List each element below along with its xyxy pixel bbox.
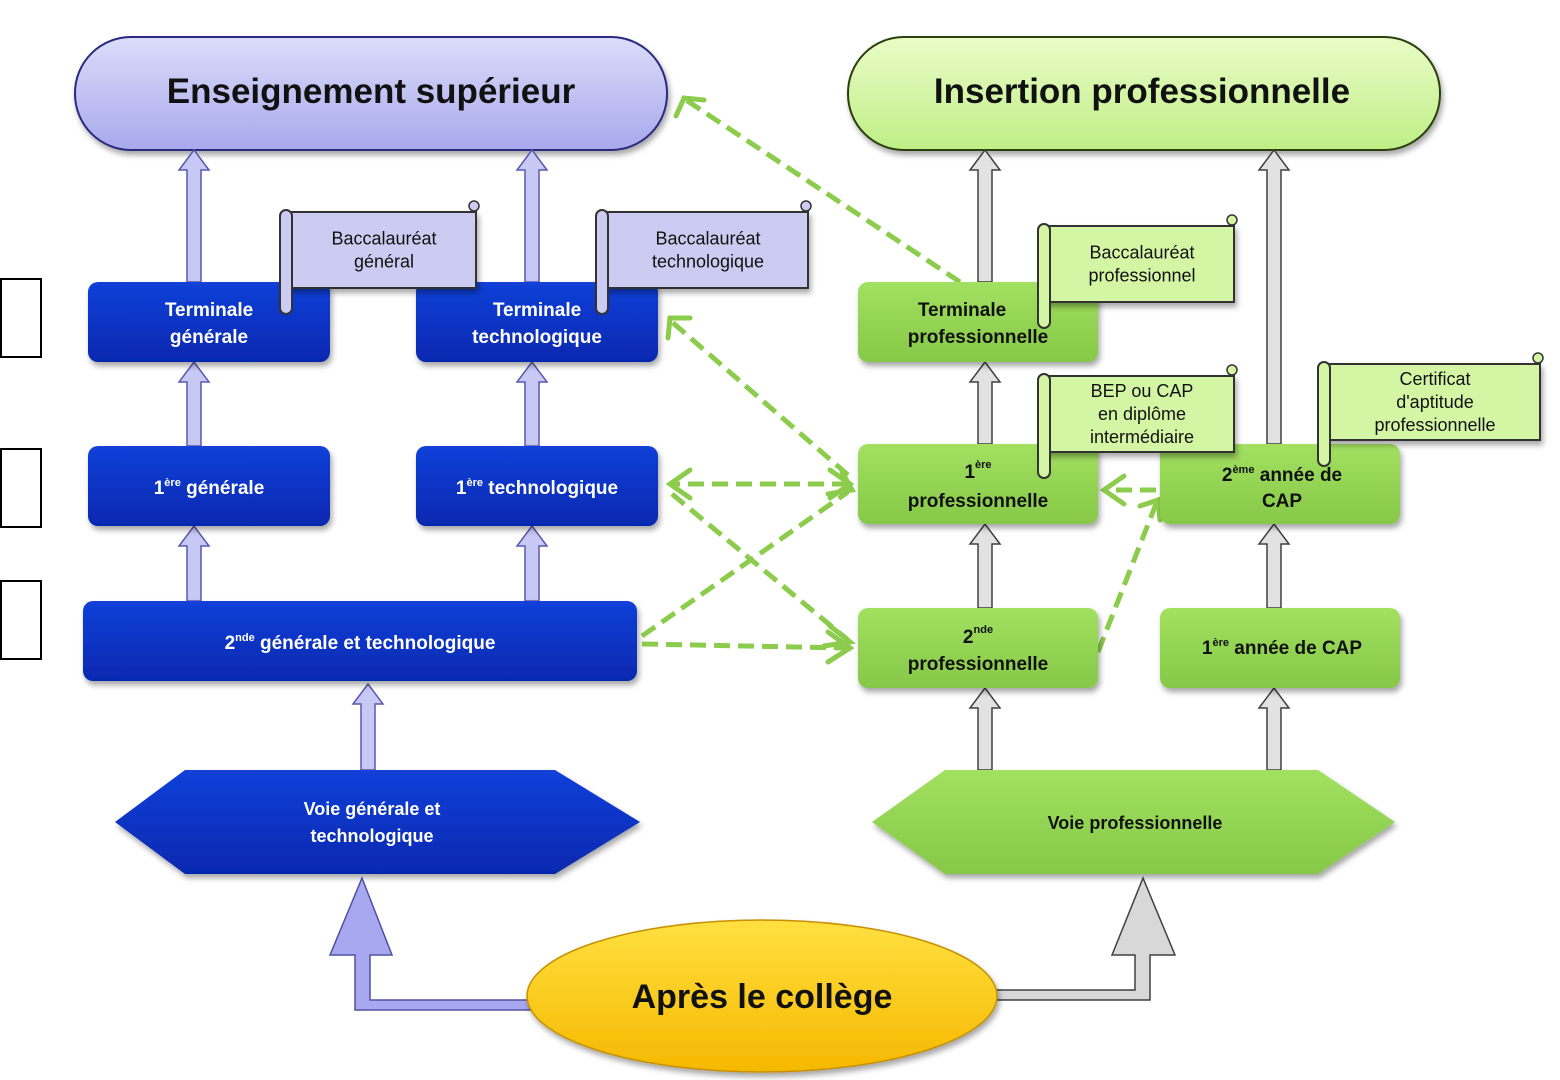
arrowhead-icon	[665, 467, 693, 501]
side-marker-premiere	[0, 448, 42, 528]
svg-text:professionnelle: professionnelle	[908, 327, 1048, 348]
diploma-scroll-bac-technologique: Baccalauréat technologique	[595, 200, 812, 315]
svg-text:professionnelle: professionnelle	[908, 491, 1048, 512]
bridge-arrow-premiere-techno-to-seconde-pro	[670, 492, 850, 642]
arrow-premiere-to-terminale-generale	[177, 360, 211, 447]
svg-text:Terminale: Terminale	[493, 300, 581, 321]
arrow-to-general-track	[328, 875, 531, 1011]
diploma-scroll-cap: Certificat d'aptitude professionnelle	[1317, 352, 1544, 467]
svg-text:d'aptitude: d'aptitude	[1396, 392, 1474, 412]
svg-text:Voie générale et: Voie générale et	[304, 799, 441, 819]
premiere-technologique-box: 1ère technologique	[416, 446, 658, 526]
svg-text:1ère année de CAP: 1ère année de CAP	[1202, 637, 1362, 659]
arrow-cap2-to-insertion	[1257, 148, 1291, 445]
svg-text:professionnel: professionnel	[1088, 266, 1195, 286]
arrowhead-icon	[1099, 473, 1127, 507]
start-label: Après le collège	[632, 978, 893, 1016]
svg-text:Terminale: Terminale	[918, 300, 1006, 321]
terminale-technologique-box: Terminale technologique	[416, 282, 658, 362]
diploma-scroll-bep-cap: BEP ou CAP en diplôme intermédiaire	[1037, 364, 1238, 479]
arrow-terminale-techno-to-higher-ed	[515, 148, 549, 283]
arrow-track-to-cap1	[1257, 686, 1291, 771]
arrowhead-icon	[673, 95, 707, 119]
bridge-arrow-premiere-pro-to-terminale-techno	[670, 320, 850, 477]
svg-text:professionnelle: professionnelle	[1374, 415, 1495, 435]
arrowhead-icon	[665, 315, 693, 341]
svg-text:Terminale: Terminale	[165, 300, 253, 321]
arrow-premiere-to-terminale-pro	[968, 360, 1002, 445]
bridge-arrow-seconde-gt-to-premiere-pro	[640, 489, 850, 639]
svg-text:Baccalauréat: Baccalauréat	[1089, 243, 1194, 263]
arrow-premiere-to-terminale-techno	[515, 360, 549, 447]
general-track-hexagon: Voie générale et technologique	[115, 770, 640, 874]
svg-text:technologique: technologique	[652, 252, 764, 272]
terminale-generale-box: Terminale générale	[88, 282, 330, 362]
svg-text:technologique: technologique	[472, 327, 602, 348]
svg-text:Baccalauréat: Baccalauréat	[331, 229, 436, 249]
premiere-professionnelle-box: 1ère professionnelle	[858, 444, 1098, 524]
arrow-seconde-to-premiere-techno	[515, 524, 549, 602]
diploma-scroll-bac-professionnel: Baccalauréat professionnel	[1037, 214, 1238, 329]
side-marker-terminale	[0, 278, 42, 358]
bridge-arrows	[640, 97, 1159, 653]
svg-text:BEP ou CAP: BEP ou CAP	[1091, 381, 1194, 401]
bridge-arrow-terminale-pro-to-higher-ed	[684, 97, 962, 285]
bridge-arrow-seconde-pro-to-cap2	[1095, 503, 1159, 653]
seconde-generale-technologique-box: 2nde générale et technologique	[83, 601, 637, 681]
svg-text:2ème année de: 2ème année de	[1222, 464, 1342, 486]
svg-text:professionnelle: professionnelle	[908, 654, 1048, 675]
svg-text:CAP: CAP	[1262, 491, 1302, 512]
svg-text:général: général	[354, 252, 414, 272]
arrow-terminale-generale-to-higher-ed	[177, 148, 211, 283]
arrow-cap1-to-cap2	[1257, 522, 1291, 609]
professional-insertion-pill: Insertion professionnelle	[847, 36, 1441, 151]
svg-text:Voie professionnelle: Voie professionnelle	[1048, 813, 1223, 833]
arrowhead-icon	[821, 623, 857, 649]
svg-text:intermédiaire: intermédiaire	[1090, 427, 1194, 447]
premiere-generale-box: 1ère générale	[88, 446, 330, 526]
arrow-track-to-seconde-gt	[351, 682, 385, 771]
arrowhead-icon	[825, 629, 855, 665]
higher-education-label: Enseignement supérieur	[167, 72, 576, 111]
arrow-to-professional-track	[994, 876, 1177, 1001]
arrowhead-icon	[1137, 496, 1163, 523]
svg-text:1ère: 1ère	[964, 459, 991, 483]
bridge-arrow-seconde-gt-to-seconde-pro	[641, 641, 849, 651]
svg-text:en diplôme: en diplôme	[1098, 404, 1186, 424]
svg-text:1ère générale: 1ère générale	[154, 477, 265, 499]
arrow-seconde-to-premiere-pro	[968, 522, 1002, 609]
arrow-track-to-seconde-pro	[968, 686, 1002, 771]
professional-track-hexagon: Voie professionnelle	[872, 770, 1395, 874]
arrow-seconde-to-premiere-generale	[177, 524, 211, 602]
after-college-ellipse: Après le collège	[526, 919, 998, 1073]
arrow-terminale-pro-to-insertion	[968, 148, 1002, 283]
progression-arrows	[177, 148, 1291, 771]
higher-education-pill: Enseignement supérieur	[74, 36, 668, 151]
professional-insertion-label: Insertion professionnelle	[934, 72, 1350, 111]
seconde-professionnelle-box: 2nde professionnelle	[858, 608, 1098, 688]
side-marker-seconde	[0, 580, 42, 660]
svg-text:technologique: technologique	[311, 826, 434, 846]
svg-text:Certificat: Certificat	[1399, 369, 1470, 389]
svg-text:2nde: 2nde	[963, 624, 993, 648]
diploma-scroll-bac-general: Baccalauréat général	[279, 200, 480, 315]
svg-text:générale: générale	[170, 327, 248, 348]
cap-premiere-annee-box: 1ère année de CAP	[1160, 608, 1400, 688]
arrowhead-icon	[825, 469, 856, 497]
svg-text:Baccalauréat: Baccalauréat	[655, 229, 760, 249]
svg-text:2nde générale et technologique: 2nde générale et technologique	[225, 632, 496, 654]
svg-text:1ère technologique: 1ère technologique	[456, 477, 618, 499]
cap-deuxieme-annee-box: 2ème année de CAP	[1160, 444, 1400, 524]
bridge-arrowheads	[665, 95, 1163, 665]
